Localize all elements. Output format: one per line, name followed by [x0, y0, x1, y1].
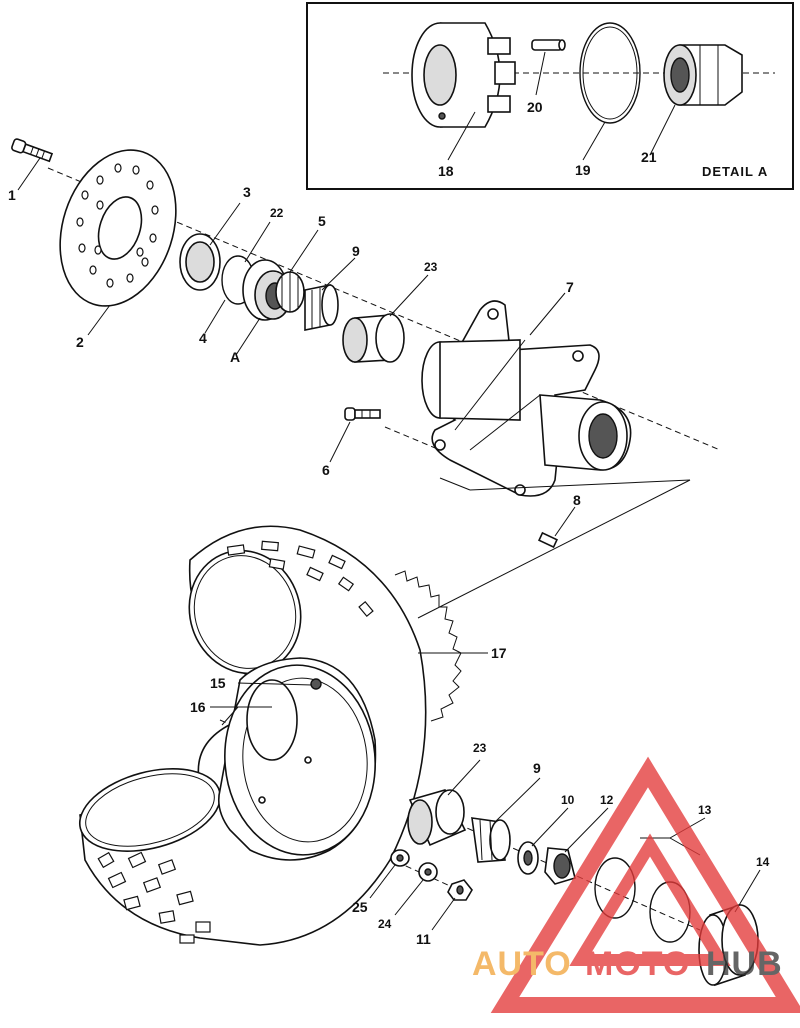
part-20-pin — [531, 39, 566, 51]
hub-assembly: 1 2 3 22 5 4 A 9 23 7 6 8 — [8, 138, 721, 549]
label-22: 22 — [270, 206, 284, 220]
part-11-lug-nut — [447, 879, 473, 901]
label-19: 19 — [575, 162, 591, 178]
label-5: 5 — [318, 213, 326, 229]
label-25: 25 — [352, 899, 368, 915]
label-18: 18 — [438, 163, 454, 179]
label-15: 15 — [210, 675, 226, 691]
label-24: 24 — [378, 917, 392, 931]
label-10: 10 — [561, 793, 575, 807]
watermark-text-hub: HUB — [706, 945, 783, 983]
detail-a-frame — [306, 2, 794, 190]
part-24-lock-washer — [418, 862, 438, 882]
part-19-snap-ring — [579, 22, 641, 124]
label-2: 2 — [76, 334, 84, 350]
part-9-cone-bearing-wheel — [471, 817, 511, 863]
label-A: A — [230, 349, 240, 365]
part-1-bolt — [11, 138, 54, 163]
part-23-bearing-race — [342, 313, 405, 363]
label-4: 4 — [199, 330, 207, 346]
label-1: 1 — [8, 187, 16, 203]
part-21-castle-nut — [663, 44, 743, 106]
label-9-lower: 9 — [533, 760, 541, 776]
part-3-bearing-cup — [179, 233, 221, 291]
part-6-screw — [344, 407, 381, 421]
label-9: 9 — [352, 243, 360, 259]
part-9-cone-bearing — [304, 284, 339, 331]
label-12: 12 — [600, 793, 614, 807]
label-20: 20 — [527, 99, 543, 115]
label-23: 23 — [424, 260, 438, 274]
detail-a-title: DETAIL A — [702, 164, 768, 179]
part-16-rim — [217, 657, 377, 861]
part-5-bearing — [275, 271, 305, 313]
label-11: 11 — [416, 931, 431, 947]
label-17: 17 — [491, 645, 507, 661]
watermark-text-auto: AUTO — [472, 945, 572, 983]
part-10-washer — [517, 841, 539, 875]
part-18-clutch-body — [411, 22, 516, 128]
watermark-text-moto: MOTO — [585, 945, 690, 983]
detail-a-panel: 18 19 20 21 DETAIL A — [306, 2, 794, 190]
label-3: 3 — [243, 184, 251, 200]
part-2-brake-disc — [59, 149, 177, 307]
part-7-hub-housing — [421, 300, 632, 497]
part-23-bearing-race-wheel — [407, 789, 467, 847]
label-14: 14 — [756, 855, 770, 869]
part-13-seal-rings — [594, 857, 691, 943]
label-21: 21 — [641, 149, 657, 165]
watermark-triangle-logo — [490, 756, 800, 1013]
part-25-washer — [390, 849, 410, 867]
automotohub-watermark: AUTO MOTO HUB — [472, 756, 800, 1013]
label-8: 8 — [573, 492, 581, 508]
part-12-axle-nut — [544, 847, 576, 885]
label-7: 7 — [566, 279, 574, 295]
wheel-assembly: 17 15 16 23 9 10 12 13 14 25 24 11 — [78, 477, 770, 987]
label-16: 16 — [190, 699, 206, 715]
part-8-set-screw — [537, 531, 559, 549]
label-6: 6 — [322, 462, 330, 478]
label-23-lower: 23 — [473, 741, 487, 755]
label-13: 13 — [698, 803, 712, 817]
